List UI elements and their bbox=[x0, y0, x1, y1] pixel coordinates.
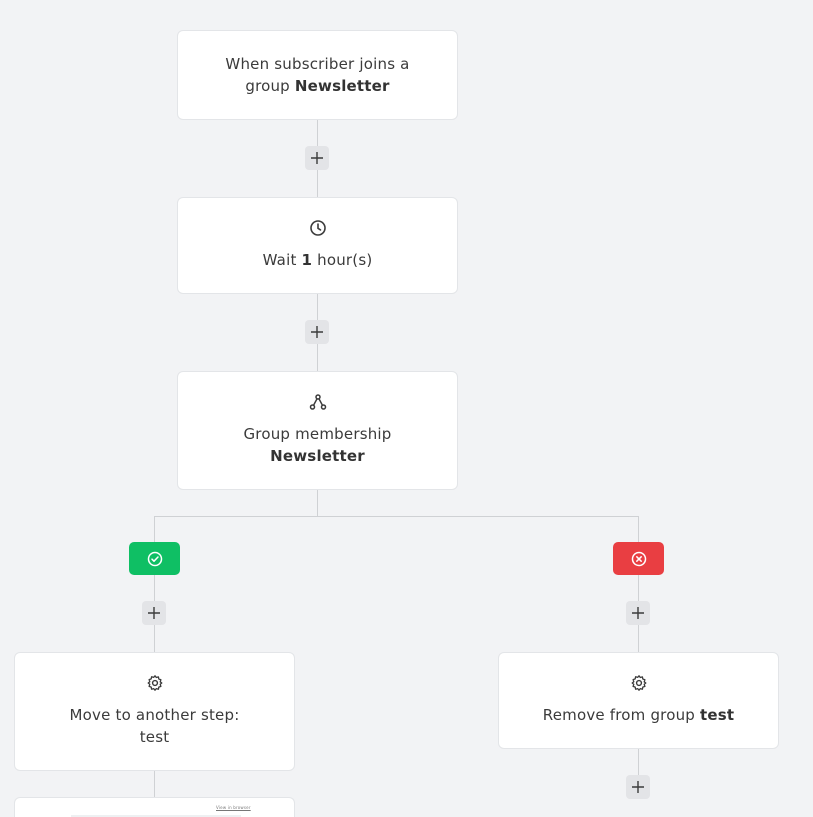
email-preview bbox=[71, 815, 241, 817]
trigger-text-line1: When subscriber joins a bbox=[225, 55, 410, 73]
wait-text: Wait 1 hour(s) bbox=[178, 249, 457, 271]
clock-icon bbox=[309, 219, 327, 237]
check-circle-icon bbox=[147, 551, 163, 567]
remove-group-card[interactable]: Remove from group test bbox=[498, 652, 779, 749]
branch-line bbox=[154, 516, 639, 517]
wait-prefix: Wait bbox=[262, 251, 297, 269]
plus-icon bbox=[310, 325, 324, 339]
add-step-button[interactable] bbox=[626, 601, 650, 625]
add-step-button[interactable] bbox=[626, 775, 650, 799]
condition-card[interactable]: Group membership Newsletter bbox=[177, 371, 458, 490]
condition-group-name: Newsletter bbox=[270, 447, 365, 465]
trigger-group-name: Newsletter bbox=[294, 77, 390, 95]
remove-group-name: test bbox=[700, 706, 735, 724]
remove-group-prefix: Remove from group bbox=[542, 706, 696, 724]
plus-icon bbox=[631, 780, 645, 794]
trigger-text-prefix: group bbox=[245, 77, 290, 95]
gear-icon bbox=[146, 674, 164, 692]
x-circle-icon bbox=[631, 551, 647, 567]
wait-unit: hour(s) bbox=[317, 251, 373, 269]
plus-icon bbox=[631, 606, 645, 620]
connector-line bbox=[154, 770, 155, 797]
connector-line bbox=[317, 489, 318, 516]
split-icon bbox=[309, 393, 327, 411]
branch-line-no bbox=[638, 516, 639, 542]
branch-no-badge bbox=[613, 542, 664, 575]
email-step-card[interactable]: View in browser bbox=[14, 797, 295, 817]
move-step-target: test bbox=[139, 728, 170, 746]
branch-line-yes bbox=[154, 516, 155, 542]
gear-icon bbox=[630, 674, 648, 692]
add-step-button[interactable] bbox=[142, 601, 166, 625]
wait-value: 1 bbox=[301, 251, 313, 269]
connector-line bbox=[638, 748, 639, 776]
move-step-card[interactable]: Move to another step: test bbox=[14, 652, 295, 771]
remove-group-text: Remove from group test bbox=[499, 704, 778, 726]
move-step-text-line1: Move to another step: bbox=[69, 706, 240, 724]
trigger-card[interactable]: When subscriber joins a group Newsletter bbox=[177, 30, 458, 120]
trigger-text-line2: group Newsletter bbox=[178, 75, 457, 97]
add-step-button[interactable] bbox=[305, 320, 329, 344]
view-in-browser-link[interactable]: View in browser bbox=[216, 805, 251, 810]
wait-card[interactable]: Wait 1 hour(s) bbox=[177, 197, 458, 294]
add-step-button[interactable] bbox=[305, 146, 329, 170]
plus-icon bbox=[310, 151, 324, 165]
plus-icon bbox=[147, 606, 161, 620]
branch-yes-badge bbox=[129, 542, 180, 575]
condition-label: Group membership bbox=[243, 425, 392, 443]
